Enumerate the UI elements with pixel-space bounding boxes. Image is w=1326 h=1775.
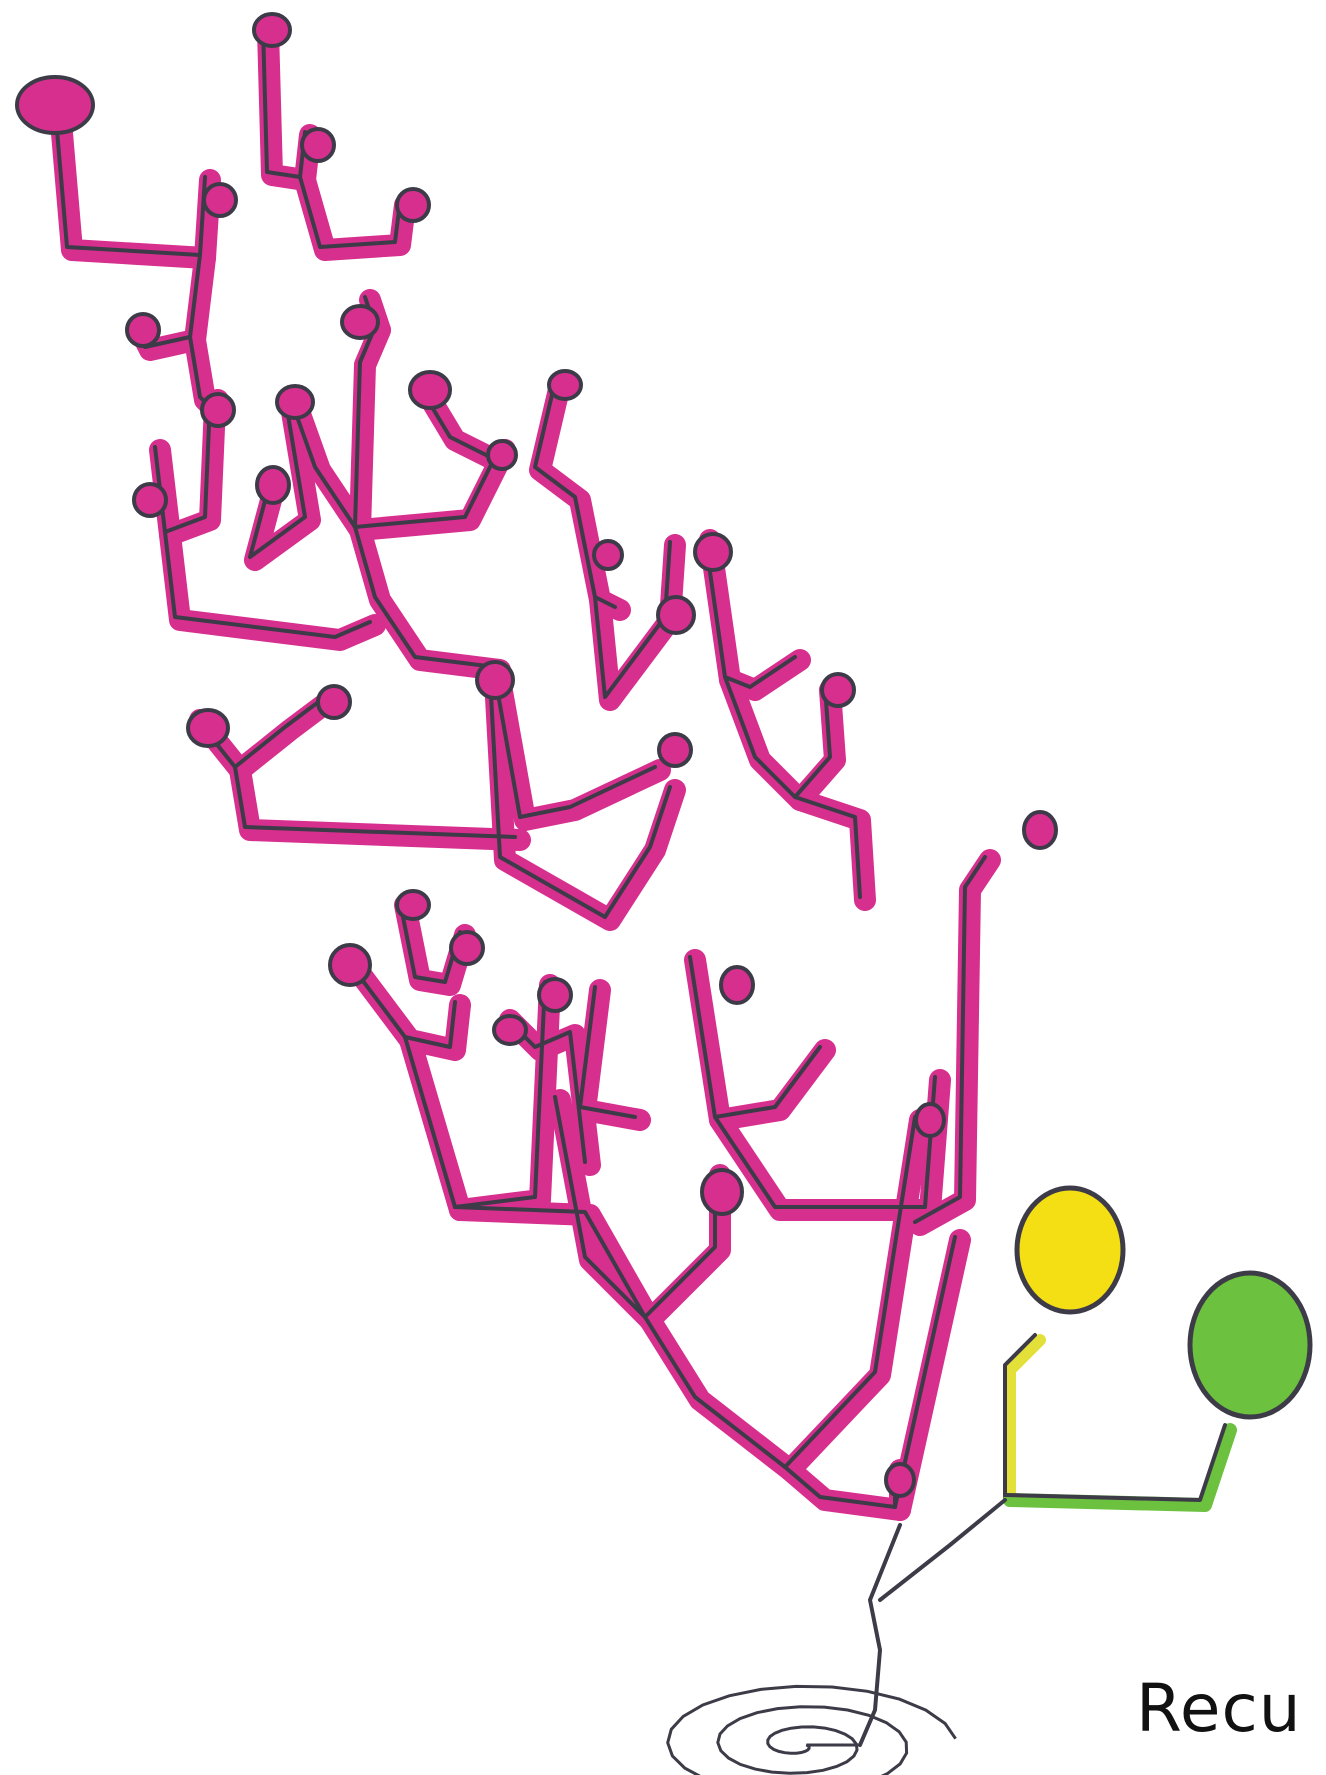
bud-14 — [594, 541, 622, 569]
bud-20 — [822, 674, 854, 706]
bud-23 — [397, 891, 429, 919]
branch-fill-9 — [295, 400, 505, 530]
bud-22 — [1024, 812, 1056, 848]
bud-24 — [330, 945, 370, 985]
bud-26 — [539, 979, 571, 1011]
green-node — [1190, 1273, 1310, 1417]
bud-19 — [477, 662, 513, 698]
bud-0 — [17, 77, 93, 133]
side-branches — [1005, 1188, 1310, 1505]
bud-17 — [188, 710, 228, 746]
bud-16 — [695, 534, 731, 570]
root-spiral-coil — [668, 1686, 956, 1775]
bud-27 — [494, 1016, 526, 1044]
bud-11 — [488, 441, 516, 469]
caption-text: Recu — [1136, 1670, 1302, 1747]
bud-25 — [451, 932, 483, 964]
bud-28 — [721, 967, 753, 1003]
bud-7 — [202, 394, 234, 426]
green-stalk-outline — [1005, 1425, 1225, 1500]
bud-3 — [204, 184, 236, 216]
bud-10 — [549, 371, 581, 399]
bud-8 — [277, 386, 313, 418]
bud-21 — [659, 734, 691, 766]
bud-13 — [257, 467, 289, 503]
root-spiral — [668, 1500, 1005, 1775]
branch-fill-2 — [305, 180, 405, 250]
branch-fill-12 — [540, 385, 620, 610]
yellow-stalk — [1010, 1340, 1040, 1500]
branch-fill-21 — [695, 960, 825, 1120]
bud-9 — [410, 372, 450, 408]
bud-30 — [702, 1170, 742, 1214]
bud-1 — [254, 14, 290, 46]
bud-31 — [886, 1464, 914, 1496]
green-stalk — [1010, 1430, 1230, 1505]
branch-fill-0 — [60, 110, 210, 258]
yellow-node — [1017, 1188, 1123, 1312]
root-stem — [860, 1525, 900, 1745]
magenta-tree — [17, 14, 1056, 1510]
branch-fill-26 — [410, 985, 550, 1210]
bud-12 — [134, 484, 166, 516]
bud-18 — [318, 686, 350, 718]
bud-6 — [342, 306, 378, 338]
bud-29 — [916, 1104, 944, 1136]
bud-15 — [658, 597, 694, 633]
branch-fill-14 — [500, 680, 660, 820]
bud-5 — [127, 314, 159, 346]
bud-2 — [302, 129, 334, 161]
bud-4 — [397, 189, 429, 221]
